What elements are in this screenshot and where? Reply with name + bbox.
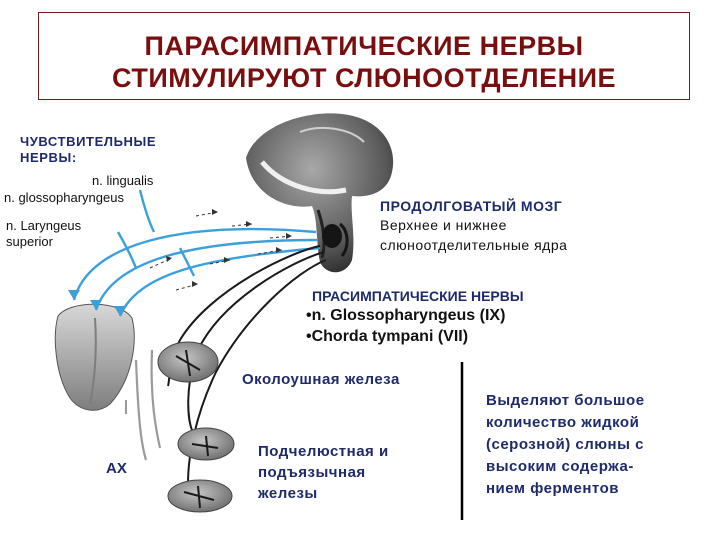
label-sub-line2: подъязычная: [258, 464, 366, 481]
result-line4: высоким содержа-: [486, 458, 634, 475]
title-line-1: ПАРАСИМПАТИЧЕСКИЕ НЕРВЫ: [144, 31, 584, 61]
sensory-heading-line2: НЕРВЫ:: [20, 150, 77, 165]
label-laryngeus-line1: n. Laryngeus: [6, 218, 82, 233]
label-lingualis: n. lingualis: [92, 173, 154, 188]
medulla-heading: ПРОДОЛГОВАТЫЙ МОЗГ: [380, 198, 563, 214]
sublingual-gland: [167, 479, 233, 513]
submandibular-gland: [177, 427, 235, 461]
parasympathetic-heading: ПРАСИМПАТИЧЕСКИЕ НЕРВЫ: [312, 288, 524, 304]
label-parotid: Околоушная железа: [242, 371, 400, 388]
result-line2: количество жидкой: [486, 414, 640, 431]
sensory-heading-line1: ЧУВСТВИТЕЛЬНЫЕ: [20, 134, 157, 149]
result-line3: (серозной) слюны с: [486, 436, 644, 453]
label-sub-line3: железы: [258, 485, 318, 502]
medulla-line1: Верхнее и нижнее: [380, 217, 507, 233]
tongue-drawing: [54, 303, 135, 411]
parotid-gland: [157, 341, 219, 383]
result-line1: Выделяют большое: [486, 392, 645, 409]
title-line-2: СТИМУЛИРУЮТ СЛЮНООТДЕЛЕНИЕ: [112, 63, 616, 93]
title-box: ПАРАСИМПАТИЧЕСКИЕ НЕРВЫ СТИМУЛИРУЮТ СЛЮН…: [38, 12, 690, 100]
label-sub-line1: Подчелюстная и: [258, 443, 389, 460]
parasympathetic-nerves-light: [134, 349, 162, 461]
label-laryngeus-line2: superior: [6, 234, 53, 249]
result-line5: нием ферментов: [486, 480, 619, 497]
brain-drawing: [246, 113, 394, 273]
sensory-nerves: [72, 189, 321, 317]
flow-arrows: [149, 211, 293, 291]
flow-arrowheads: [166, 209, 292, 287]
parasympathetic-item1: •n. Glossopharyngeus (IX): [306, 307, 506, 324]
parasympathetic-item2: •Chorda tympani (VII): [306, 328, 469, 345]
label-glossopharyngeus: n. glossopharyngeus: [4, 190, 124, 205]
sensory-nerve-arrowheads: [68, 290, 126, 316]
label-ax: AX: [106, 460, 127, 477]
medulla-line2: слюноотделительные ядра: [380, 237, 568, 253]
